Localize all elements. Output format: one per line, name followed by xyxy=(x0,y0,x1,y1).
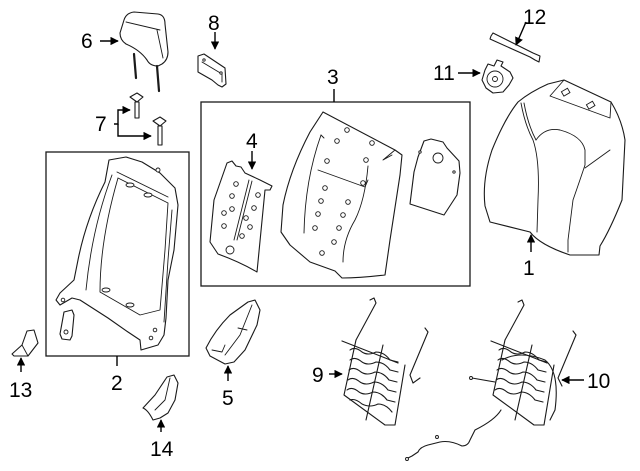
lumbar-spring-part[interactable] xyxy=(405,299,577,461)
callout-1[interactable]: 1 xyxy=(523,257,535,280)
callout-9[interactable]: 9 xyxy=(312,364,324,387)
callout-5[interactable]: 5 xyxy=(222,387,234,410)
callout-8[interactable]: 8 xyxy=(208,12,220,35)
callout-10[interactable]: 10 xyxy=(587,370,610,393)
headrest-part[interactable] xyxy=(119,11,169,93)
callout-12[interactable]: 12 xyxy=(523,6,546,29)
callout-4[interactable]: 4 xyxy=(246,130,258,153)
retainer-clip-part[interactable] xyxy=(481,59,514,94)
callout-6[interactable]: 6 xyxy=(81,30,93,53)
back-plate-part[interactable] xyxy=(409,138,461,216)
trim-cap-part[interactable] xyxy=(11,329,39,357)
support-panel-part[interactable] xyxy=(209,160,273,273)
callout-2[interactable]: 2 xyxy=(111,372,123,395)
bracket-part[interactable] xyxy=(197,53,227,88)
seat-back-frame-part[interactable] xyxy=(55,156,179,351)
callout-13[interactable]: 13 xyxy=(9,379,32,402)
callout-7[interactable]: 7 xyxy=(95,113,107,136)
seat-spring-part[interactable] xyxy=(341,297,429,426)
recliner-cover-part[interactable] xyxy=(142,374,179,421)
callout-11[interactable]: 11 xyxy=(433,62,455,85)
leader-lines xyxy=(16,21,584,432)
seat-back-cover-part[interactable] xyxy=(483,79,626,256)
headrest-guide-part[interactable] xyxy=(129,92,167,146)
callout-14[interactable]: 14 xyxy=(150,438,174,461)
seat-back-pad-part[interactable] xyxy=(280,111,403,279)
callout-3[interactable]: 3 xyxy=(327,66,339,89)
pad-assembly-box xyxy=(200,101,471,287)
side-cover-part[interactable] xyxy=(205,299,261,365)
cover-strip-part[interactable] xyxy=(489,32,541,63)
